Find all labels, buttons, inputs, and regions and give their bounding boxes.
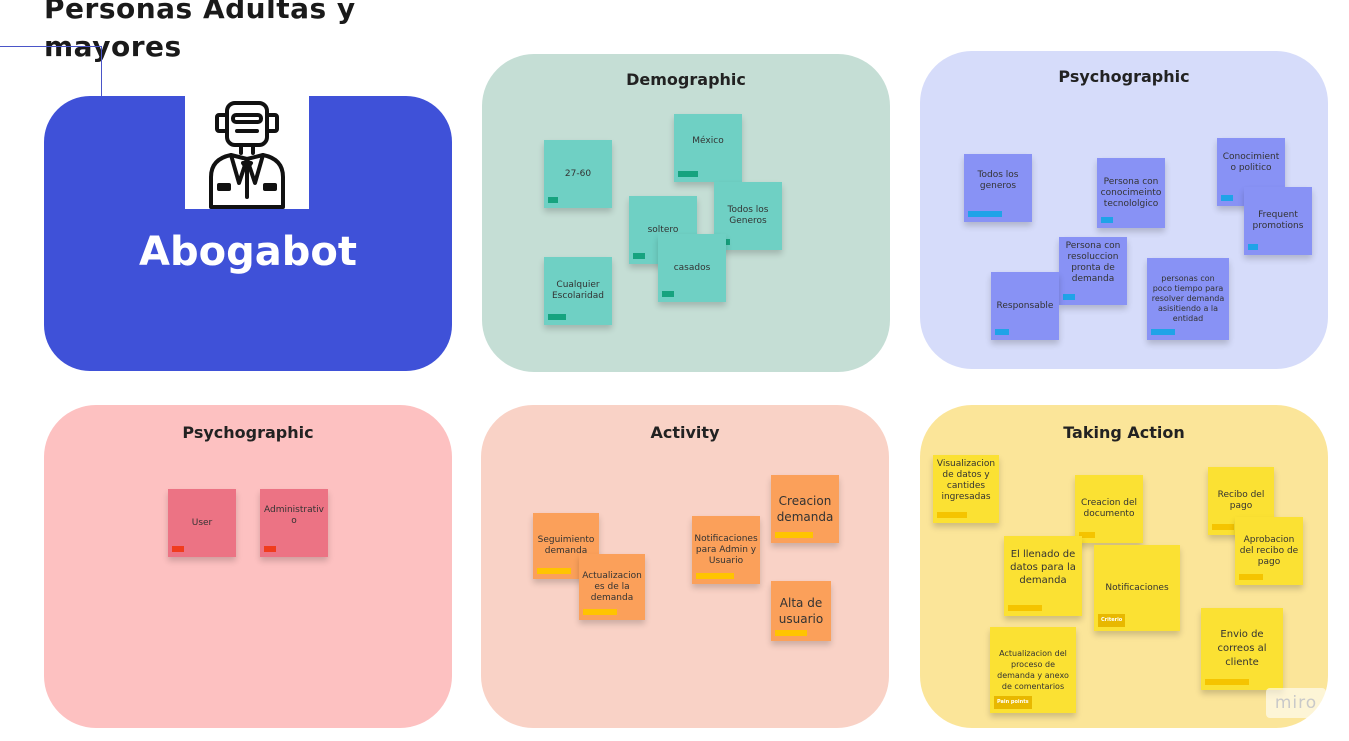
note-tag [1221, 195, 1233, 201]
note-tag [678, 171, 698, 177]
note-tag: Criterio [1098, 614, 1126, 627]
sticky-note[interactable]: Responsable [991, 272, 1059, 340]
note-tag [548, 314, 566, 320]
note-tag [633, 253, 645, 259]
panel-psychographic-bottom[interactable]: Psychographic User Administrativ o [44, 405, 452, 728]
note-tag [583, 609, 617, 615]
miro-watermark: miro [1266, 688, 1326, 718]
panel-psychographic-top[interactable]: Psychographic Todos los generos Persona … [920, 51, 1328, 369]
note-tag [1101, 217, 1113, 223]
note-tag: Pain points [994, 696, 1032, 709]
robot-lawyer-icon [185, 96, 309, 209]
note-tag [1151, 329, 1175, 335]
sticky-note[interactable]: El llenado de datos para la demanda [1004, 536, 1082, 616]
sticky-note[interactable]: Todos los generos [964, 154, 1032, 222]
persona-name: Abogabot [139, 229, 357, 275]
sticky-note[interactable]: Envio de correos al cliente [1201, 608, 1283, 690]
panel-activity[interactable]: Activity Seguimiento demanda Actualizaci… [481, 405, 889, 728]
sticky-note[interactable]: Persona con resoluccion pronta de demand… [1059, 237, 1127, 305]
note-tag [172, 546, 184, 552]
sticky-note[interactable]: Aprobacion del recibo de pago [1235, 517, 1303, 585]
panel-title: Activity [650, 423, 720, 442]
note-tag [775, 630, 807, 636]
panel-title: Psychographic [182, 423, 314, 442]
sticky-note[interactable]: User [168, 489, 236, 557]
connector-line [101, 46, 102, 96]
sticky-note[interactable]: Cualquier Escolaridad [544, 257, 612, 325]
sticky-note[interactable]: Actualizacion es de la demanda [579, 554, 645, 620]
sticky-note[interactable]: Alta de usuario [771, 581, 831, 641]
note-tag [968, 211, 1002, 217]
note-tag [662, 291, 674, 297]
sticky-note[interactable]: Notificaciones para Admin y Usuario [692, 516, 760, 584]
note-tag [1239, 574, 1263, 580]
sticky-note[interactable]: Creacion del documento [1075, 475, 1143, 543]
sticky-note[interactable]: 27-60 [544, 140, 612, 208]
panel-taking-action[interactable]: Taking Action Visualizacion de datos y c… [920, 405, 1328, 728]
panel-demographic[interactable]: Demographic 27-60 México soltero Todos l… [482, 54, 890, 372]
note-tag [1248, 244, 1258, 250]
sticky-note[interactable]: Administrativ o [260, 489, 328, 557]
note-tag [1008, 605, 1042, 611]
sticky-note[interactable]: personas con poco tiempo para resolver d… [1147, 258, 1229, 340]
sticky-note[interactable]: Actualizacion del proceso de demanda y a… [990, 627, 1076, 713]
note-tag [696, 573, 734, 579]
connector-line [0, 46, 102, 47]
sticky-note[interactable]: Creacion demanda [771, 475, 839, 543]
note-tag [1212, 524, 1234, 530]
note-tag [995, 329, 1009, 335]
sticky-note[interactable]: casados [658, 234, 726, 302]
sticky-note[interactable]: Visualizacion de datos y cantides ingres… [933, 455, 999, 523]
note-tag [775, 532, 813, 538]
note-tag [264, 546, 276, 552]
note-tag [537, 568, 571, 574]
sticky-note[interactable]: Persona con conocimeinto tecnololgico [1097, 158, 1165, 228]
panel-title: Psychographic [1058, 67, 1190, 86]
sticky-note[interactable]: México [674, 114, 742, 182]
note-tag [1079, 532, 1095, 538]
panel-title: Taking Action [1063, 423, 1185, 442]
note-tag [1205, 679, 1249, 685]
note-tag [548, 197, 558, 203]
persona-card[interactable]: Abogabot [44, 96, 452, 371]
note-tag [937, 512, 967, 518]
sticky-note[interactable]: Frequent promotions [1244, 187, 1312, 255]
note-tag [1063, 294, 1075, 300]
panel-title: Demographic [626, 70, 746, 89]
board-title: Personas Adultas y mayores [44, 0, 356, 63]
